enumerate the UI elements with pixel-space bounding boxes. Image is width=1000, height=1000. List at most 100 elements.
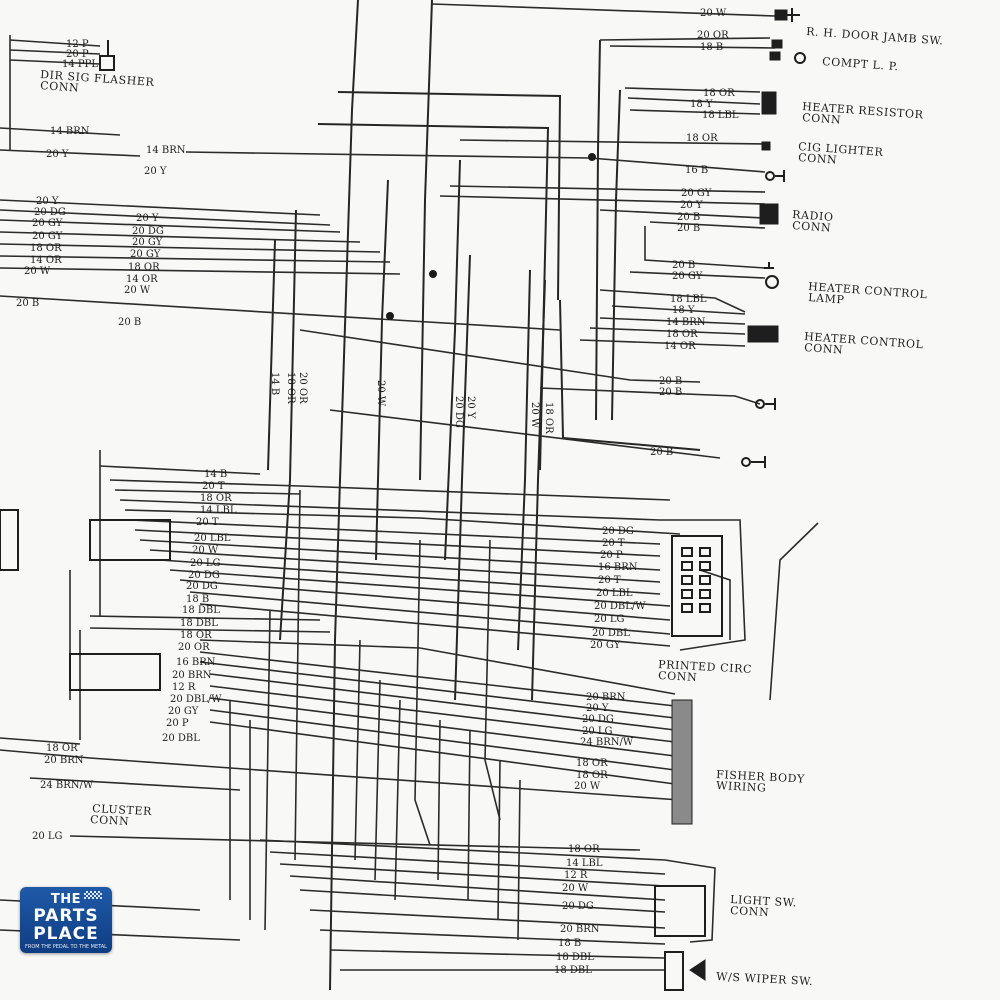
wire-left-fan bbox=[0, 35, 561, 331]
vertical-wire-label: 20 DG bbox=[453, 396, 464, 428]
vertical-wire-label: 20 OR bbox=[297, 372, 308, 404]
wire-label: 18 OR bbox=[686, 133, 718, 144]
wire-label: 20 DG bbox=[582, 714, 614, 725]
wire-label: 20 Y bbox=[36, 196, 59, 207]
wire-label: 20 T bbox=[598, 575, 621, 586]
wire-label: 20 P bbox=[600, 550, 623, 561]
wire-label: 18 OR bbox=[576, 758, 608, 769]
wire-label: 20 LBL bbox=[194, 533, 231, 544]
wire-label: 20 DG bbox=[132, 226, 164, 237]
wire-label: 20 BRN bbox=[560, 924, 600, 935]
vertical-wire-label: 18 OR bbox=[543, 402, 554, 434]
wire-label: 20 GY bbox=[590, 640, 621, 651]
cluster-conn-label: CONN bbox=[90, 813, 130, 828]
printed-circ-label: PRINTED CIRC bbox=[658, 658, 753, 676]
ground-icon bbox=[741, 456, 766, 468]
wire-label: 20 W bbox=[700, 8, 727, 19]
wire-label: 20 B bbox=[650, 447, 673, 458]
connector-names: R. H. DOOR JAMB SW. COMPT L. P. HEATER R… bbox=[40, 25, 944, 988]
wire-label: 16 BRN bbox=[176, 657, 216, 668]
dir-sig-conn-label: CONN bbox=[40, 79, 80, 95]
wire-label: 14 OR bbox=[126, 274, 158, 285]
wire-label: 20 Y bbox=[136, 213, 159, 224]
fisher-body-wiring-label: WIRING bbox=[716, 779, 767, 795]
heater-resistor-plug-icon bbox=[761, 91, 777, 115]
wire-label: 20 GY bbox=[132, 237, 163, 248]
wire-label: 20 DG bbox=[188, 570, 220, 581]
wire-label: 20 DG bbox=[562, 901, 594, 912]
wire-label: 14 OR bbox=[664, 341, 696, 352]
wire-label: 16 B bbox=[685, 165, 708, 176]
wire-label: 18 OR bbox=[568, 844, 600, 855]
wire-labels: 20 W 20 OR 18 B 18 OR 18 Y 18 LBL 18 OR … bbox=[16, 8, 739, 976]
wire-label: 18 B bbox=[186, 594, 209, 605]
wire-label: 18 DBL bbox=[182, 605, 220, 616]
wire-label: 16 BRN bbox=[598, 562, 638, 573]
wire-label: 20 DG bbox=[602, 526, 634, 537]
wire-label: 20 Y bbox=[586, 703, 609, 714]
heater-control-lamp-sub-label: LAMP bbox=[808, 291, 845, 307]
wire-label: 20 LG bbox=[32, 831, 63, 842]
fisher-body-label: FISHER BODY bbox=[716, 768, 806, 786]
the-parts-place-logo: THE PARTS PLACE FROM THE PEDAL TO THE ME… bbox=[20, 887, 112, 953]
wire-label: 20 T bbox=[196, 517, 219, 528]
wire-label: 18 DBL bbox=[556, 952, 594, 963]
vertical-wire-label: 18 OR bbox=[285, 372, 296, 404]
radio-plug-icon bbox=[759, 203, 779, 225]
compt-lamp-label: COMPT L. P. bbox=[822, 55, 899, 73]
dir-sig-flasher-icon bbox=[99, 40, 115, 71]
vertical-wire-label: 20 W bbox=[529, 402, 540, 429]
wire-label: 20 B bbox=[659, 387, 682, 398]
wire-label: 20 T bbox=[602, 538, 625, 549]
wire-label: 18 DBL bbox=[554, 965, 592, 976]
wire-label: 14 BRN bbox=[50, 126, 90, 137]
door-jamb-switch-icon bbox=[774, 8, 800, 22]
wire-label: 20 BRN bbox=[44, 755, 84, 766]
light-switch-connector-icon bbox=[654, 885, 706, 937]
wire-label: 20 B bbox=[118, 317, 141, 328]
wire-label: 12 R bbox=[564, 870, 588, 881]
door-jamb-label: R. H. DOOR JAMB SW. bbox=[806, 25, 944, 48]
radio-conn-label: CONN bbox=[792, 219, 832, 235]
compt-lamp-icon bbox=[769, 39, 806, 64]
wire-label: 20 B bbox=[659, 376, 682, 387]
wire-label: 20 Y bbox=[46, 149, 69, 160]
wire-label: 20 GY bbox=[32, 231, 63, 242]
wire-label: 20 GY bbox=[130, 249, 161, 260]
light-switch-conn-label: CONN bbox=[730, 904, 770, 919]
splice-dot bbox=[386, 312, 394, 320]
heater-resistor-conn-label: CONN bbox=[802, 111, 842, 127]
wire-label: 12 P bbox=[66, 39, 89, 50]
wire-label: 20 GY bbox=[672, 271, 703, 282]
wire-label: 20 P bbox=[166, 718, 189, 729]
wire-label: 14 PPL bbox=[62, 59, 98, 70]
wire-label: 20 B bbox=[677, 212, 700, 223]
wire-label: 20 W bbox=[124, 285, 151, 296]
wire-label: 14 BRN bbox=[146, 145, 186, 156]
wire-label: 20 BRN bbox=[172, 670, 212, 681]
radio-label: RADIO bbox=[792, 208, 834, 224]
wire-label: 20 GY bbox=[32, 218, 63, 229]
heater-control-conn-sub-label: CONN bbox=[804, 341, 844, 357]
ground-icon bbox=[765, 170, 785, 182]
wire-label: 20 Y bbox=[680, 200, 703, 211]
cluster-label: CLUSTER bbox=[92, 802, 152, 818]
printed-circ-conn-label: CONN bbox=[658, 669, 698, 684]
wire-label: 14 BRN bbox=[666, 317, 706, 328]
cig-lighter-plug-icon bbox=[761, 141, 771, 151]
splice-dot bbox=[588, 153, 596, 161]
wire-label: 20 W bbox=[562, 883, 589, 894]
heater-control-lamp-icon bbox=[764, 262, 779, 289]
wire-label: 20 W bbox=[24, 266, 51, 277]
wire-label: 20 W bbox=[574, 781, 601, 792]
boundary-line bbox=[769, 522, 819, 701]
logo-line-3: PLACE bbox=[33, 924, 99, 944]
wire-center bbox=[0, 450, 746, 971]
wiper-switch-connector-icon bbox=[664, 951, 706, 991]
wire-label: 20 DBL bbox=[162, 733, 200, 744]
wire-label: 14 B bbox=[204, 469, 227, 480]
wire-label: 20 B bbox=[677, 223, 700, 234]
wire-label: 12 R bbox=[172, 682, 196, 693]
cig-lighter-conn-label: CONN bbox=[798, 151, 838, 167]
vertical-wire-label: 20 Y bbox=[465, 396, 476, 419]
